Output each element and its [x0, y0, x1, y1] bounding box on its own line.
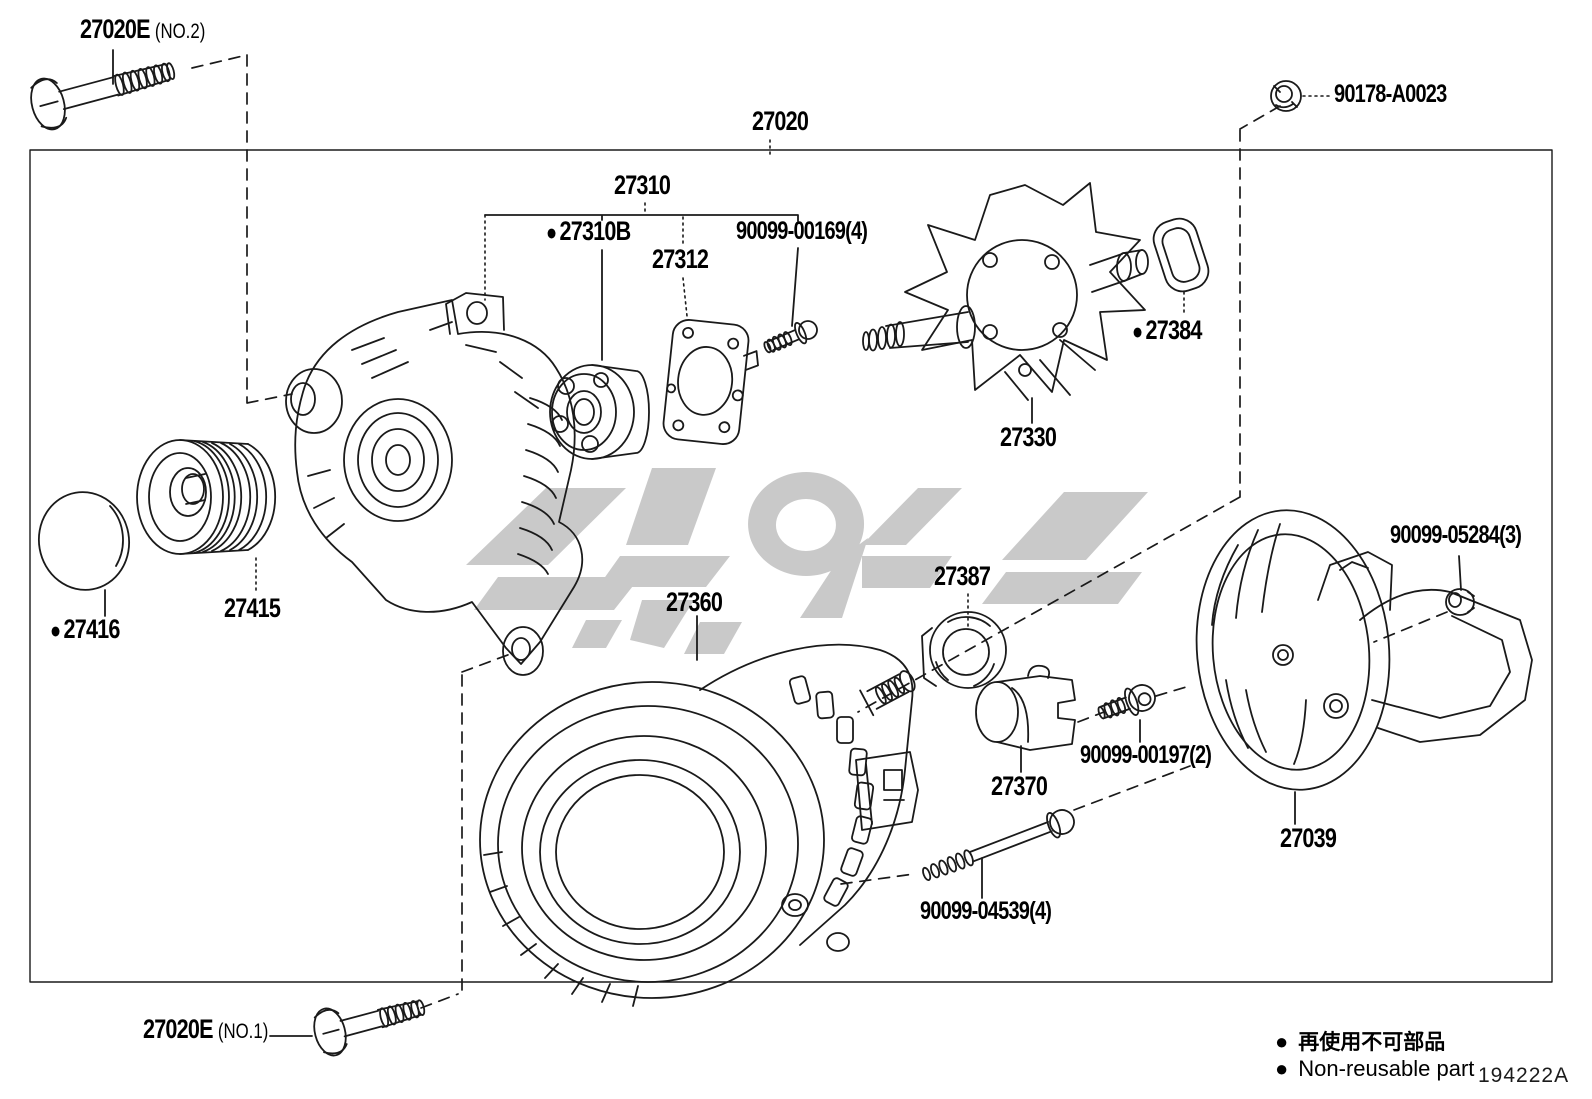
- brush-holder-screw-drawing[interactable]: [1094, 680, 1159, 726]
- callout-90099-05284[interactable]: 90099-05284(3): [1390, 521, 1522, 550]
- part-number: 90099-00197(2): [1080, 741, 1212, 769]
- cover-nut-drawing[interactable]: [1445, 588, 1475, 616]
- non-reusable-dot: ●: [1275, 1056, 1289, 1081]
- part-number: 27330: [1000, 422, 1057, 452]
- callout-27039[interactable]: 27039: [1280, 823, 1337, 854]
- seal-ring-drawing[interactable]: [1149, 214, 1213, 296]
- callout-90099-04539[interactable]: 90099-04539(4): [920, 897, 1052, 926]
- callout-27310b[interactable]: ●27310B: [546, 216, 632, 247]
- through-bolt-no1-drawing[interactable]: [309, 984, 430, 1059]
- stator-drawing[interactable]: [479, 643, 919, 1007]
- part-number: 90099-04539(4): [920, 897, 1052, 925]
- rear-cover-drawing[interactable]: [1185, 502, 1533, 798]
- part-number: 27310: [614, 170, 671, 200]
- part-number: 27020E: [143, 1014, 213, 1044]
- callout-90099-00197[interactable]: 90099-00197(2): [1080, 741, 1212, 770]
- callout-27415[interactable]: 27415: [224, 593, 281, 624]
- callout-27370[interactable]: 27370: [991, 771, 1048, 802]
- part-number: 27370: [991, 771, 1048, 801]
- assembly-dashed-lines: [191, 54, 1448, 1009]
- callout-27387[interactable]: 27387: [934, 561, 991, 592]
- regulator-drawing[interactable]: [921, 611, 1007, 689]
- watermark-logo: [466, 468, 1148, 654]
- part-number: 27416: [63, 614, 121, 644]
- callout-27330[interactable]: 27330: [1000, 422, 1057, 453]
- part-note: (NO.1): [217, 1020, 269, 1043]
- part-number: 90178-A0023: [1334, 80, 1447, 108]
- brush-holder-drawing[interactable]: [975, 664, 1076, 751]
- callout-27310[interactable]: 27310: [614, 170, 671, 201]
- callout-27384[interactable]: ●27384: [1132, 315, 1202, 346]
- pulley-drawing[interactable]: [136, 439, 277, 555]
- callout-27360[interactable]: 27360: [666, 587, 723, 618]
- pulley-cap-drawing[interactable]: [31, 485, 137, 597]
- bearing-drawing[interactable]: [549, 364, 650, 460]
- callout-27020[interactable]: 27020: [752, 106, 809, 137]
- diagram-frame: [29, 149, 1553, 983]
- leader-lines: [104, 49, 1462, 1037]
- part-number: 27039: [1280, 823, 1337, 853]
- callout-90099-00169[interactable]: 90099-00169(4): [736, 217, 868, 246]
- legend-jp: ● 再使用不可部品: [1275, 1026, 1445, 1056]
- non-reusable-dot: ●: [50, 617, 62, 643]
- terminal-nut-drawing[interactable]: [1270, 80, 1302, 112]
- callout-27020e-no1[interactable]: 27020E (NO.1): [143, 1014, 268, 1045]
- non-reusable-dot: ●: [546, 219, 558, 245]
- non-reusable-dot: ●: [1132, 318, 1144, 344]
- front-bracket-drawing[interactable]: [285, 292, 584, 676]
- part-number: 27384: [1145, 315, 1203, 345]
- through-bolt-no2-drawing[interactable]: [26, 45, 180, 133]
- callout-27312[interactable]: 27312: [652, 244, 709, 275]
- long-bolt-drawing[interactable]: [919, 806, 1078, 888]
- callout-90178-a0023[interactable]: 90178-A0023: [1334, 80, 1447, 109]
- part-number: 27020E: [80, 14, 150, 44]
- legend-jp-text: 再使用不可部品: [1298, 1031, 1446, 1054]
- plate-bolt-drawing[interactable]: [761, 316, 821, 358]
- callout-27416[interactable]: ●27416: [50, 614, 120, 645]
- legend-en-text: Non-reusable part: [1298, 1056, 1475, 1081]
- part-number: 27310B: [559, 216, 632, 246]
- part-number: 27415: [224, 593, 281, 623]
- part-number: 90099-00169(4): [736, 217, 868, 245]
- callout-27020e-no2[interactable]: 27020E (NO.2): [80, 14, 205, 45]
- drawing-number: 194222A: [1478, 1064, 1570, 1087]
- part-number: 27020: [752, 106, 809, 136]
- part-note: (NO.2): [154, 20, 206, 43]
- legend-en: ● Non-reusable part: [1275, 1056, 1474, 1082]
- part-number: 27360: [666, 587, 723, 617]
- rotor-drawing[interactable]: [862, 182, 1149, 401]
- retainer-plate-drawing[interactable]: [662, 318, 762, 447]
- part-number: 27387: [934, 561, 991, 591]
- non-reusable-dot: ●: [1275, 1029, 1289, 1054]
- part-number: 90099-05284(3): [1390, 521, 1522, 549]
- part-number: 27312: [652, 244, 709, 274]
